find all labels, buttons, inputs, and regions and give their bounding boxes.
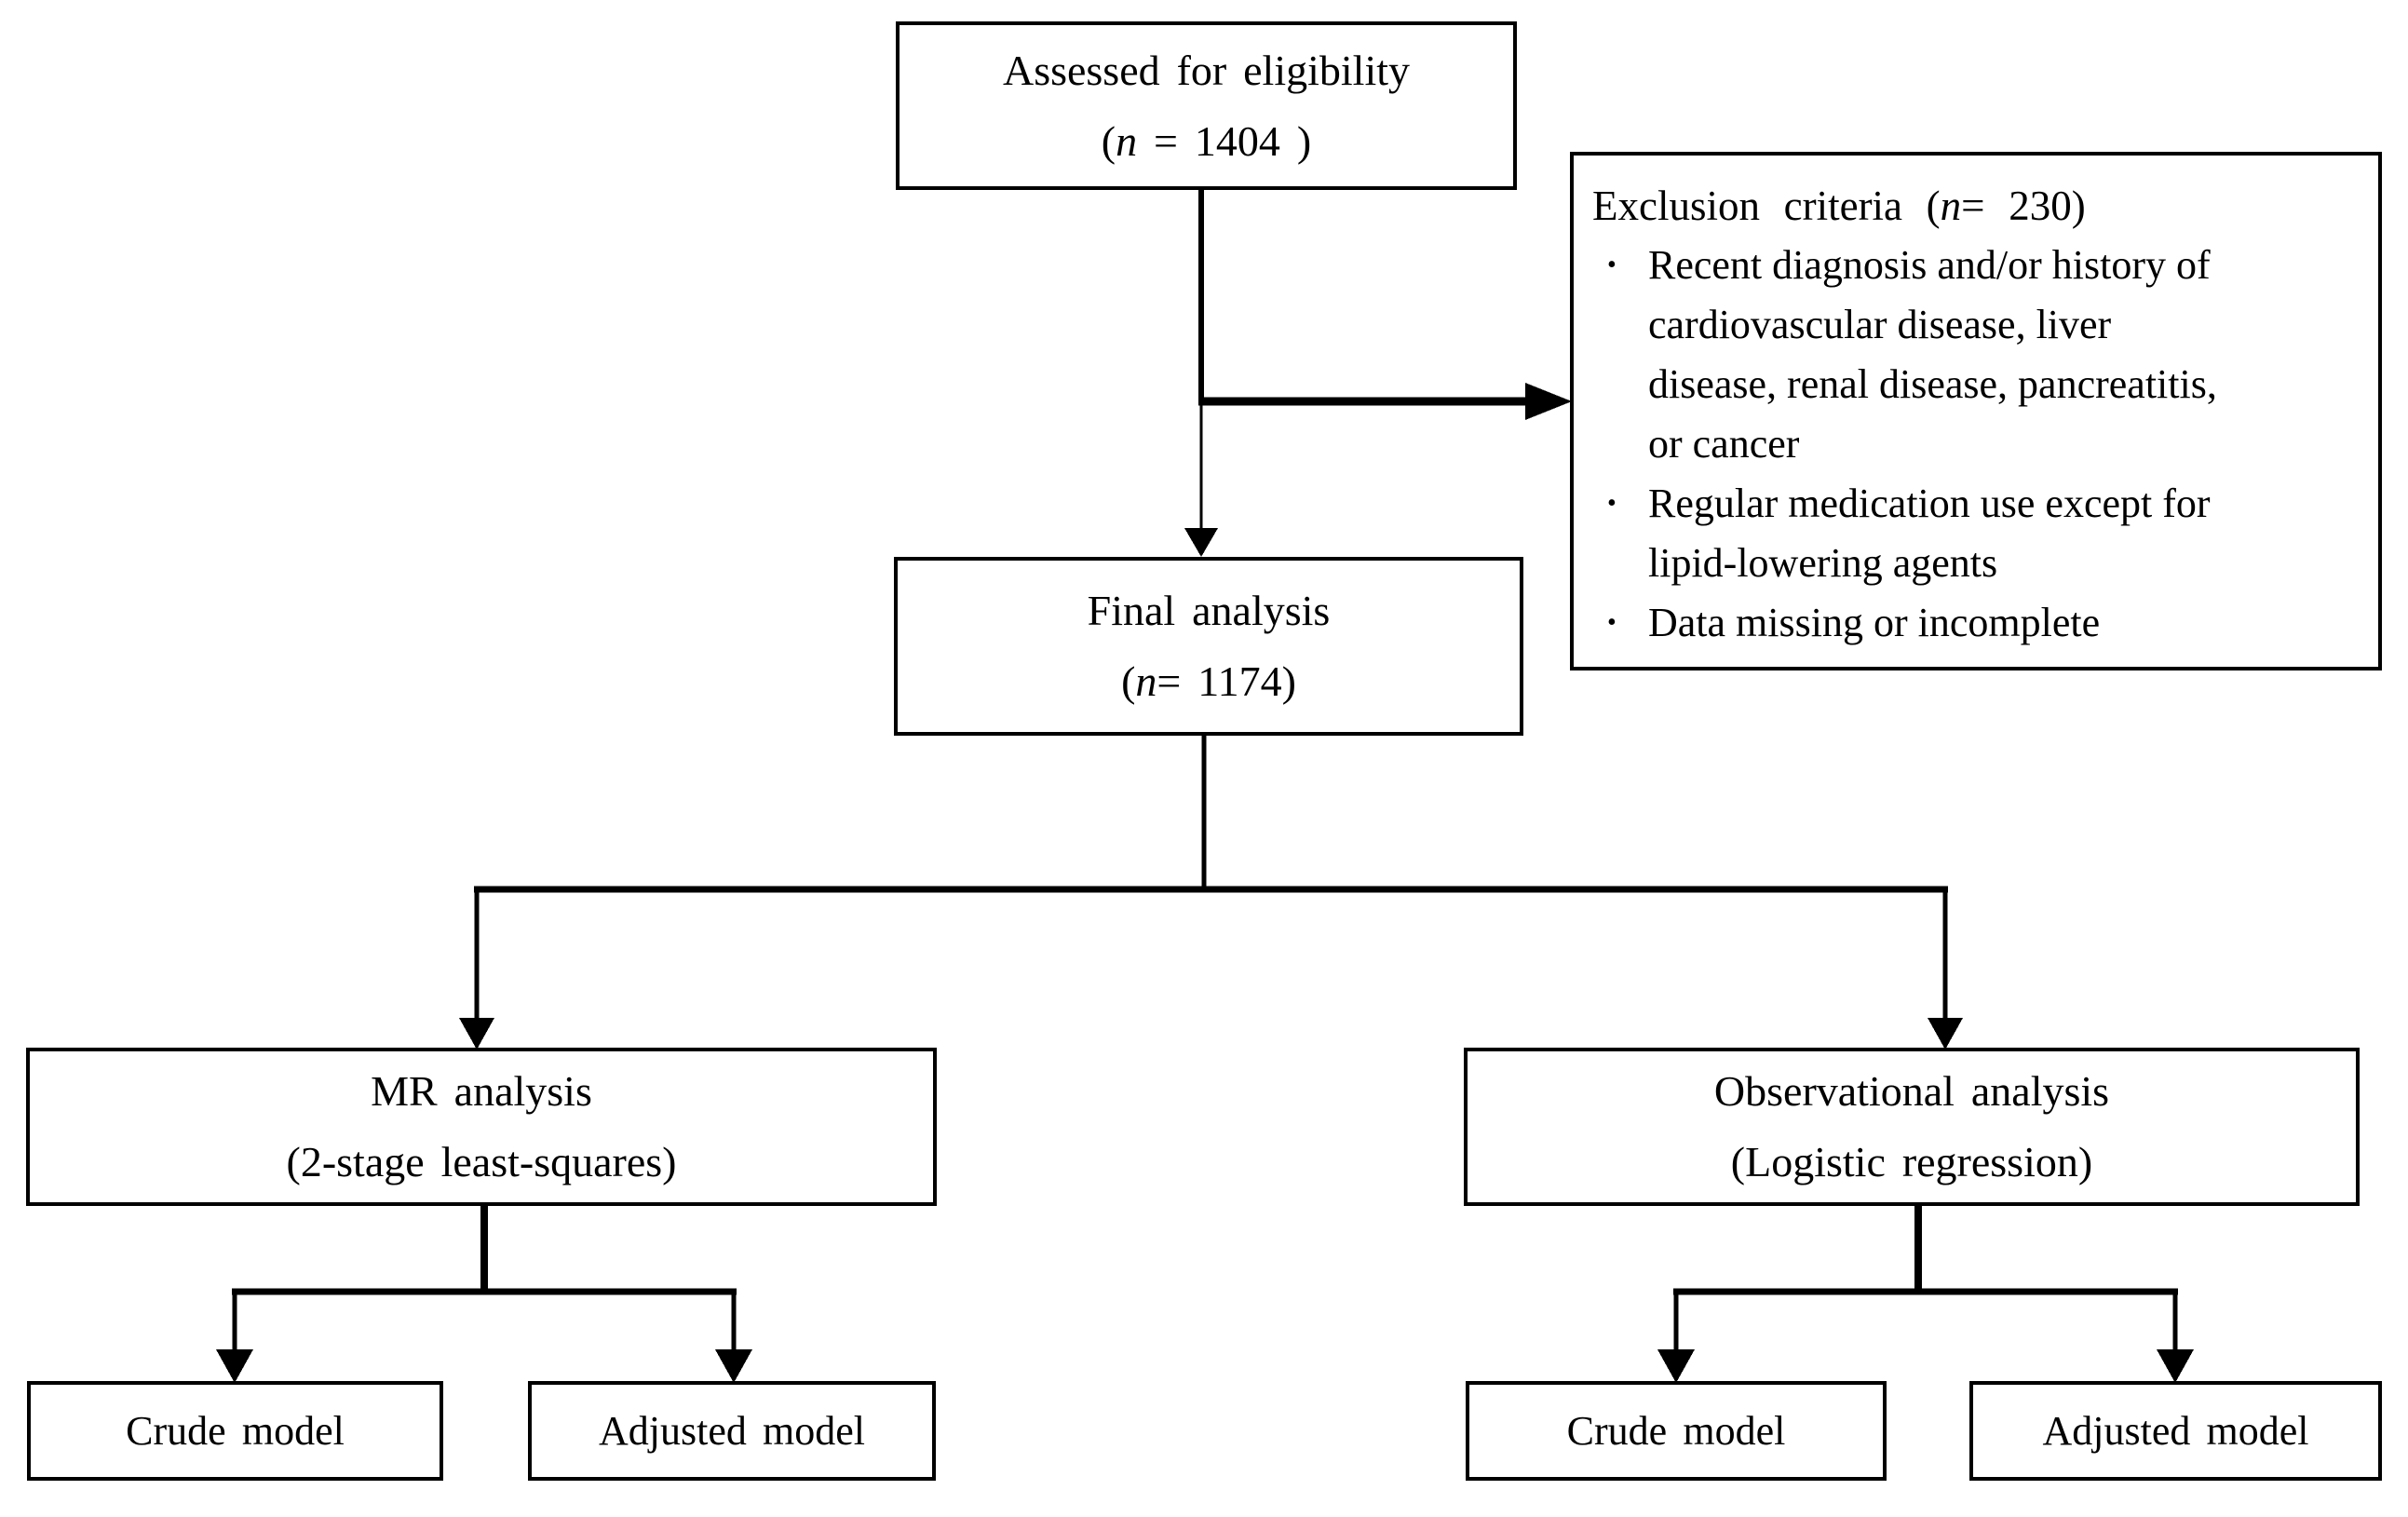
exclusion-n-var: n [1940, 183, 1962, 229]
assessed-label: Assessed for eligibility [1002, 46, 1411, 94]
bullet-icon: • [1607, 251, 1617, 279]
n-var: n [1116, 116, 1138, 165]
arrowhead-obs [1928, 1018, 1963, 1050]
arrowhead-obs-crude [1657, 1349, 1695, 1383]
mr-analysis-box: MR analysis (2-stage least-squares) [26, 1048, 937, 1206]
exclusion-bullet-3: • Data missing or incomplete [1592, 593, 2365, 653]
mr-sublabel: (2-stage least-squares) [286, 1138, 677, 1185]
bullet-line: Recent diagnosis and/or history of [1648, 242, 2211, 288]
bullet-text: Data missing or incomplete [1648, 593, 2365, 653]
bullet-text: Recent diagnosis and/or history of cardi… [1648, 236, 2365, 474]
exclusion-title-prefix: Exclusion criteria ( [1592, 183, 1941, 229]
exclusion-box: Exclusion criteria (n= 230) • Recent dia… [1570, 152, 2382, 670]
obs-adjusted-label: Adjusted model [2042, 1407, 2309, 1454]
bullet-text: Regular medication use except for lipid-… [1648, 474, 2365, 593]
bullet-line: Data missing or incomplete [1648, 600, 2101, 645]
exclusion-bullet-2: • Regular medication use except for lipi… [1592, 474, 2365, 593]
arrowhead-obs-adjusted [2157, 1349, 2194, 1383]
n-rest: = 1404 ) [1137, 116, 1312, 165]
arrowhead-mr-crude [216, 1349, 253, 1383]
final-count: (n= 1174) [1121, 646, 1296, 717]
obs-crude-model-box: Crude model [1466, 1381, 1887, 1481]
obs-crude-label: Crude model [1566, 1407, 1786, 1454]
bullet-icon: • [1607, 608, 1617, 637]
assessed-box: Assessed for eligibility (n = 1404 ) [896, 21, 1517, 190]
exclusion-title: Exclusion criteria (n= 230) [1592, 176, 2365, 236]
assessed-count: (n = 1404 ) [1102, 106, 1311, 177]
bullet-icon: • [1607, 489, 1617, 518]
observational-analysis-box: Observational analysis (Logistic regress… [1464, 1048, 2360, 1206]
obs-sublabel: (Logistic regression) [1730, 1138, 2093, 1185]
mr-adjusted-model-box: Adjusted model [528, 1381, 936, 1481]
exclusion-bullet-1: • Recent diagnosis and/or history of car… [1592, 236, 2365, 474]
arrowhead-final [1184, 528, 1218, 557]
mr-crude-model-box: Crude model [27, 1381, 443, 1481]
bullet-line: Regular medication use except for [1648, 481, 2211, 526]
bullet-line: cardiovascular disease, liver [1648, 302, 2112, 347]
obs-adjusted-model-box: Adjusted model [1969, 1381, 2382, 1481]
n-rest: = 1174) [1157, 657, 1296, 705]
final-analysis-box: Final analysis (n= 1174) [894, 557, 1523, 736]
n-prefix: ( [1121, 657, 1136, 705]
arrowhead-mr [459, 1018, 494, 1050]
bullet-line: disease, renal disease, pancreatitis, [1648, 361, 2217, 407]
obs-label: Observational analysis [1713, 1067, 2110, 1115]
arrowhead-exclusion [1525, 383, 1572, 420]
bullet-line: or cancer [1648, 421, 1800, 467]
exclusion-title-rest: = 230) [1961, 183, 2086, 229]
arrowhead-mr-adjusted [715, 1349, 752, 1383]
n-prefix: ( [1101, 116, 1116, 165]
mr-adjusted-label: Adjusted model [598, 1407, 865, 1454]
mr-label: MR analysis [371, 1067, 592, 1115]
bullet-line: lipid-lowering agents [1648, 540, 1998, 586]
n-var: n [1135, 657, 1157, 705]
mr-crude-label: Crude model [126, 1407, 345, 1454]
final-label: Final analysis [1087, 587, 1331, 634]
